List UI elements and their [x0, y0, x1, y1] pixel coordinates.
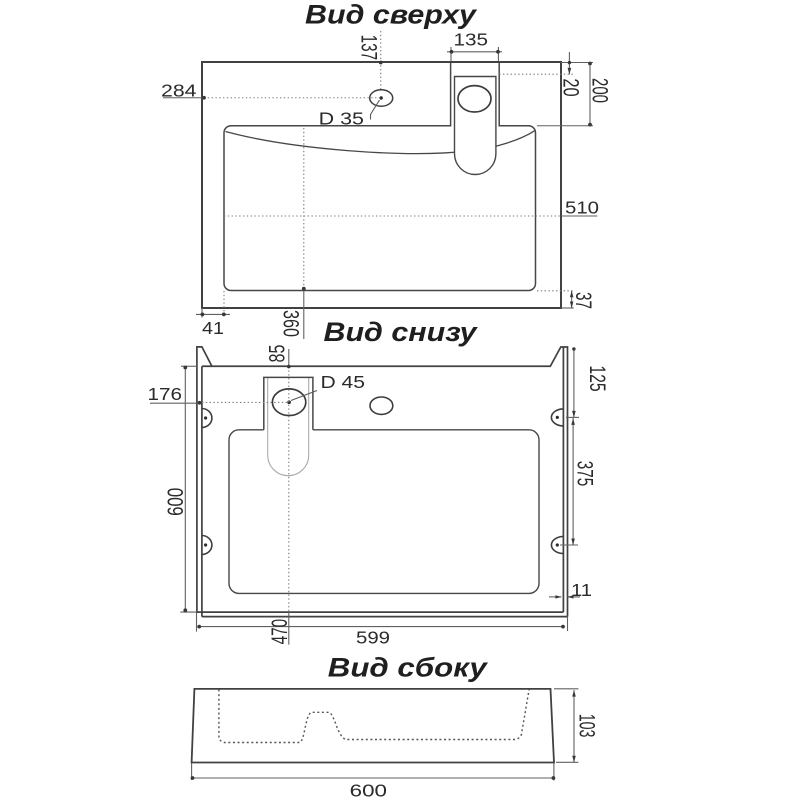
- svg-text:510: 510: [565, 197, 599, 217]
- svg-text:176: 176: [148, 384, 183, 404]
- svg-text:600: 600: [350, 781, 387, 800]
- svg-text:D 35: D 35: [319, 108, 364, 128]
- svg-text:600: 600: [163, 488, 188, 516]
- svg-text:103: 103: [575, 714, 600, 738]
- svg-text:360: 360: [279, 310, 304, 337]
- svg-text:599: 599: [356, 628, 390, 648]
- svg-text:375: 375: [573, 461, 598, 487]
- svg-text:Вид сбоку: Вид сбоку: [328, 653, 489, 683]
- svg-text:37: 37: [571, 292, 596, 309]
- svg-text:135: 135: [454, 30, 489, 50]
- svg-text:200: 200: [588, 78, 613, 103]
- svg-text:125: 125: [585, 365, 610, 391]
- svg-text:284: 284: [161, 81, 197, 101]
- svg-text:Вид сверху: Вид сверху: [305, 0, 478, 30]
- svg-text:137: 137: [357, 35, 382, 61]
- svg-text:470: 470: [267, 619, 292, 645]
- svg-text:41: 41: [202, 318, 224, 338]
- svg-text:20: 20: [559, 78, 584, 96]
- svg-text:Вид снизу: Вид снизу: [324, 317, 479, 347]
- svg-text:85: 85: [265, 345, 290, 363]
- svg-text:11: 11: [571, 580, 592, 600]
- svg-text:D 45: D 45: [321, 372, 366, 392]
